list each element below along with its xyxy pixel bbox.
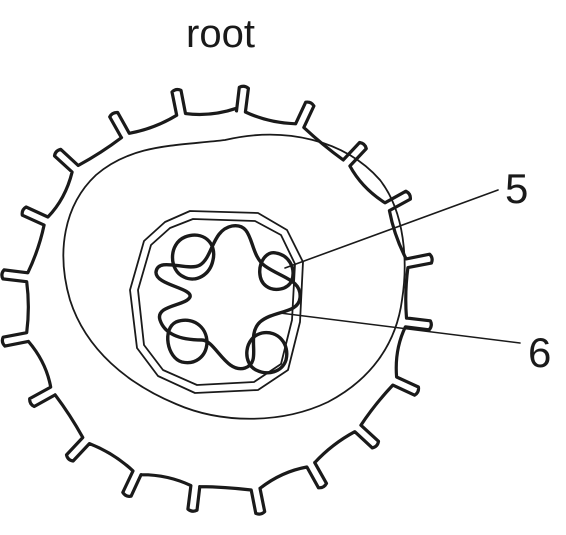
endodermis-outer — [129, 210, 304, 394]
phloem-bundle-top-right — [258, 250, 295, 292]
epidermis-with-root-hairs — [0, 84, 434, 516]
label-5-phloem: 5 — [505, 165, 529, 212]
xylem-star — [154, 224, 302, 371]
cortex-boundary — [62, 133, 406, 420]
phloem-bundle-bottom-right — [245, 330, 289, 375]
label-6-xylem: 6 — [528, 329, 552, 376]
leader-line-6 — [279, 312, 521, 344]
endodermis-inner — [137, 218, 296, 386]
phloem-bundle-top-left — [170, 233, 216, 281]
phloem-bundle-bottom-left — [166, 318, 209, 365]
leader-line-5 — [284, 189, 499, 269]
diagram-title: root — [186, 12, 255, 56]
